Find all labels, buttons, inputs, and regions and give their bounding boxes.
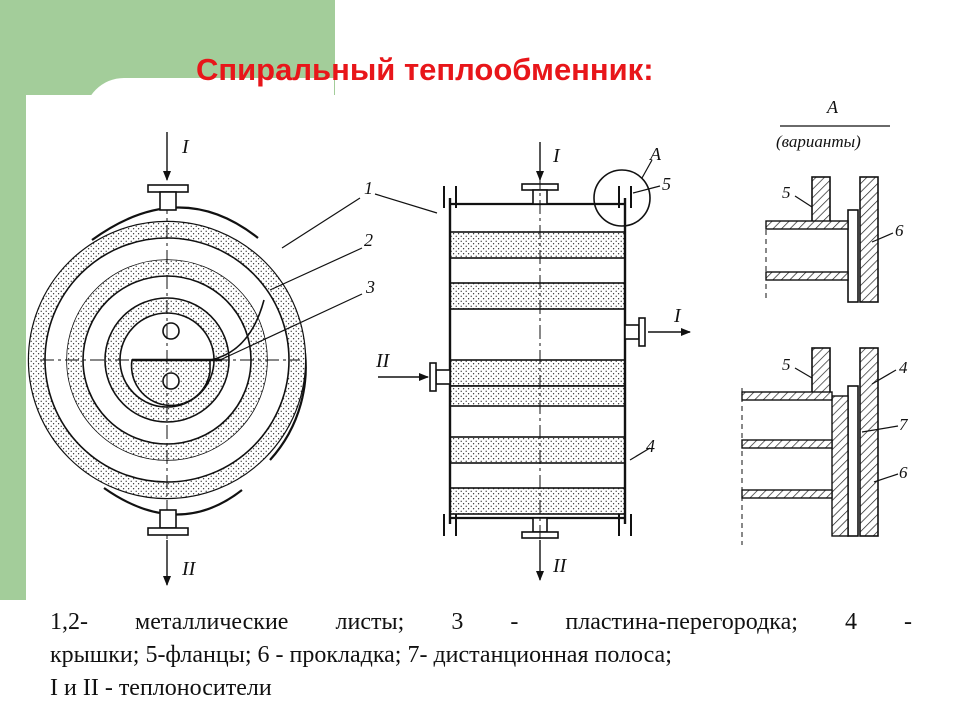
label-A-side: A [649,144,662,164]
bottom-flange [147,527,189,536]
side-flow-II-label-left: II [375,350,391,372]
spiral-top-view: I II [27,132,363,586]
shell-right-lobe [269,339,307,461]
variant1-flange-right [859,176,879,303]
white-panel-corner [84,78,334,128]
left-flange [429,362,437,392]
label-4-variant2: 4 [899,358,908,377]
side-flow-I-label-right: I [673,305,682,327]
variant2-spacer-strip [831,395,849,537]
left-nozzle [435,369,451,385]
variant1-leader-5 [794,195,813,208]
bottom-nozzle [159,509,177,529]
label-5-variant1: 5 [782,183,791,202]
label-6-variant2: 6 [899,463,908,482]
channel-band-1 [449,231,626,259]
legend-caption: 1,2- металлические листы; 3 - пластина-п… [50,606,912,705]
variant2-flange-left [811,347,831,395]
side-section-view: I II I II [374,142,691,581]
label-4-side: 4 [646,436,655,456]
channel-band-5 [449,436,626,464]
top-flange [147,184,189,193]
variant2-flange-right [859,347,879,537]
detail-A-leader [641,159,653,179]
leader-1 [281,197,361,249]
channel-band-3 [449,359,626,387]
leader-3 [219,293,363,361]
side-leader-1 [374,193,438,214]
detail-A-variants [741,125,899,545]
slide-title: Спиральный теплообменник: [196,52,654,87]
top-nozzle [159,191,177,211]
leader-2 [269,247,363,291]
callout-labels: 1 2 3 4 5 A A (варианты) 5 6 5 4 7 6 [364,97,909,482]
right-flange [638,317,646,347]
variant1-sheet-bottom [765,271,849,281]
side-leader-4 [629,447,651,461]
label-variants: (варианты) [776,132,861,151]
caption-line-2: крышки; 5-фланцы; 6 - прокладка; 7- дист… [50,642,672,668]
variant2-leader-6 [873,473,899,483]
caption-line-3: I и II - теплоносители [50,675,272,701]
label-2: 2 [364,230,373,250]
flow-I-label-top: I [181,136,190,158]
caption-line-1: 1,2- металлические листы; 3 - пластина-п… [50,609,912,635]
channel-band-6 [449,487,626,515]
right-nozzle [624,324,640,340]
variant2-gasket [847,385,859,537]
label-1-top-view: 1 [364,178,373,198]
flow-II-label-bottom: II [181,558,197,580]
variant1-sheet-top [765,220,849,230]
variant1-gasket [847,209,859,303]
label-5-variant2: 5 [782,355,791,374]
outlet-nozzle-center [162,372,180,390]
spiral-inner-turn [209,299,265,361]
detail-A-circle [593,169,651,227]
side-flow-I-label-top: I [552,145,561,167]
label-6-variant1: 6 [895,221,904,240]
label-3: 3 [365,277,375,297]
shell-bulge-top [91,206,259,241]
variant2-leader-4 [871,369,897,385]
channel-band-2 [449,282,626,310]
inlet-nozzle-center [162,322,180,340]
variant2-leader-5 [794,367,813,379]
side-leader-5 [632,185,661,194]
variant1-flange-left [811,176,831,224]
variant2-sheet-2 [741,439,833,449]
label-5-side: 5 [662,174,671,194]
label-A-variants: A [826,97,839,117]
variant2-leader-7 [861,425,899,433]
label-7-variant2: 7 [899,415,909,434]
variant1-leader-6 [871,232,894,243]
side-flow-II-label-bottom: II [552,555,568,577]
variant2-sheet-1 [741,391,833,401]
channel-band-4 [449,385,626,407]
variant2-sheet-3 [741,489,833,499]
